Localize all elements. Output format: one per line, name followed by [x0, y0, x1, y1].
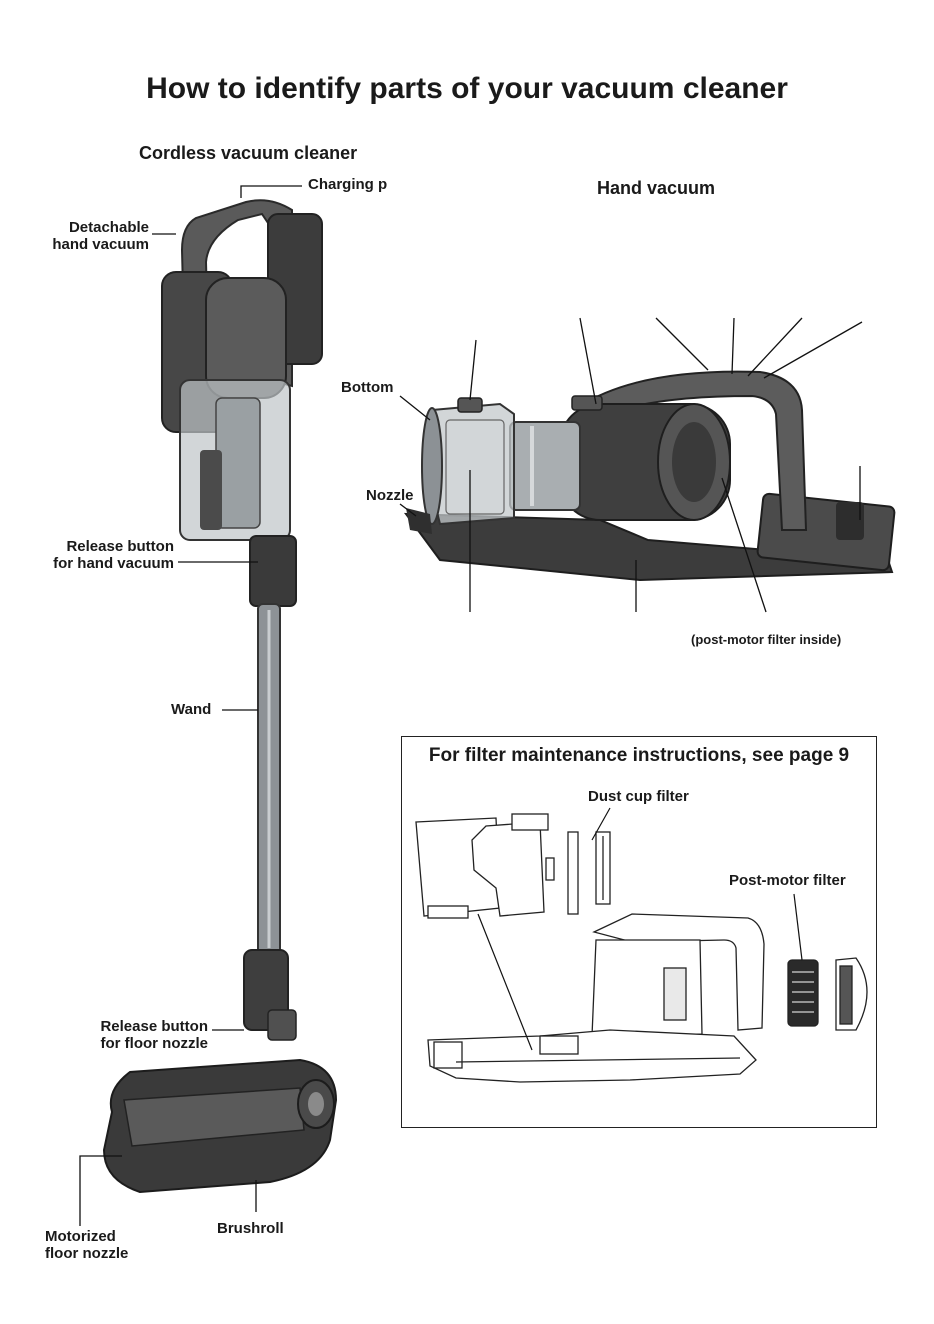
filter-leader-lines [477, 807, 803, 1051]
cordless-leader-lines [79, 185, 302, 1226]
cordless-heading: Cordless vacuum cleaner [139, 143, 358, 163]
label-detachable-hand-vacuum: Detachable hand vacuum [52, 219, 149, 253]
label-post-motor-note: (post-motor filter inside) [691, 632, 842, 647]
label-charging-port: Charging p [308, 176, 388, 193]
hand-leader-lines [399, 317, 863, 613]
label-brushroll: Brushroll [217, 1220, 284, 1237]
label-bottom: Bottom [341, 379, 394, 396]
filter-diagram [415, 813, 868, 1083]
label-nozzle: Nozzle [366, 487, 414, 504]
label-dust-cup-filter: Dust cup filter [588, 788, 689, 805]
label-post-motor-filter: Post-motor filter [729, 872, 846, 889]
filter-maintenance-box: For filter maintenance instructions, see… [401, 736, 877, 1128]
hand-vacuum-illustration [403, 370, 896, 582]
hand-vacuum-heading: Hand vacuum [597, 178, 716, 198]
label-motorized-floor-nozzle: Motorized floor nozzle [45, 1228, 129, 1262]
label-release-button-hand: Release button for hand vacuum [53, 538, 174, 572]
label-release-button-floor: Release button for floor nozzle [100, 1018, 208, 1052]
label-wand: Wand [171, 701, 212, 718]
stick-vacuum-illustration [102, 199, 338, 1194]
page-title: How to identify parts of your vacuum cle… [146, 72, 788, 105]
filter-box-title: For filter maintenance instructions, see… [428, 745, 850, 766]
